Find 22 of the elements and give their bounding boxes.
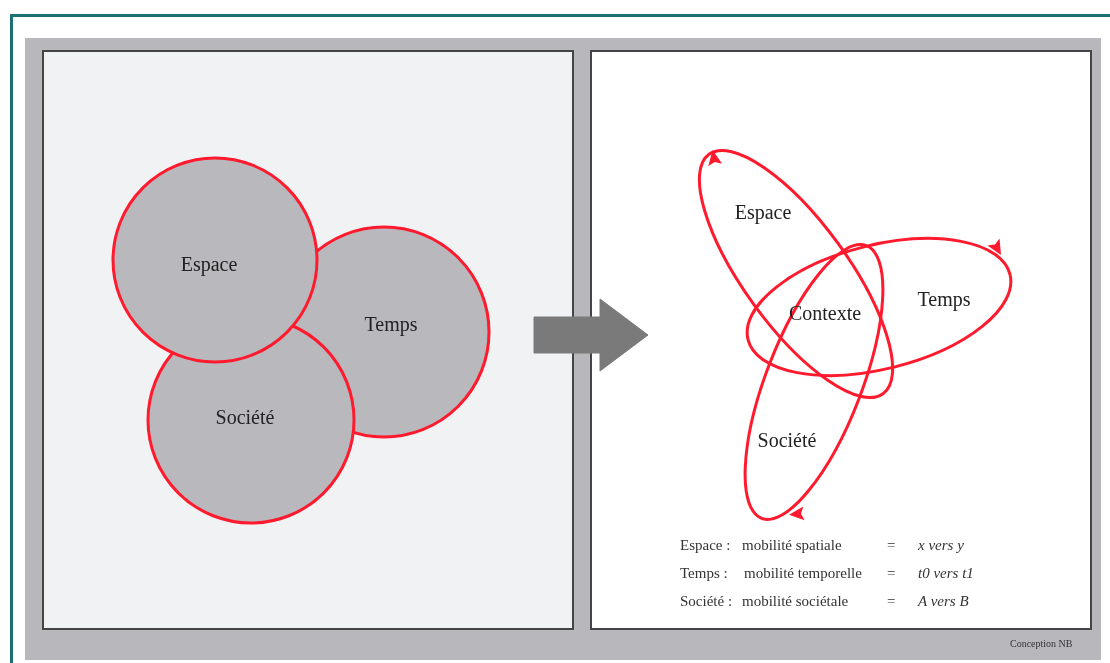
region-label: Temps xyxy=(917,287,971,311)
region-label: Société xyxy=(757,428,817,452)
legend-description: mobilité sociétale xyxy=(742,593,849,610)
legend-term: Temps : xyxy=(680,565,728,582)
legend-term: Société : xyxy=(680,593,733,610)
legend-term: Espace : xyxy=(680,537,731,554)
left-panel xyxy=(42,50,574,630)
legend-description: mobilité spatiale xyxy=(742,537,842,554)
equals-sign: = xyxy=(887,593,896,610)
block-arrow xyxy=(533,298,649,372)
region-label: Société xyxy=(215,405,275,429)
legend-value: t0 vers t1 xyxy=(918,565,974,582)
legend-value: A vers B xyxy=(918,593,969,610)
equals-sign: = xyxy=(887,537,896,554)
region-label: Temps xyxy=(364,312,418,336)
right-panel xyxy=(590,50,1092,630)
equals-sign: = xyxy=(887,565,896,582)
legend-description: mobilité temporelle xyxy=(744,565,862,582)
legend-value: x vers y xyxy=(918,537,964,554)
region-label: Espace xyxy=(180,252,238,276)
region-label: Espace xyxy=(734,200,792,224)
credit-text: Conception NB xyxy=(1010,638,1073,649)
